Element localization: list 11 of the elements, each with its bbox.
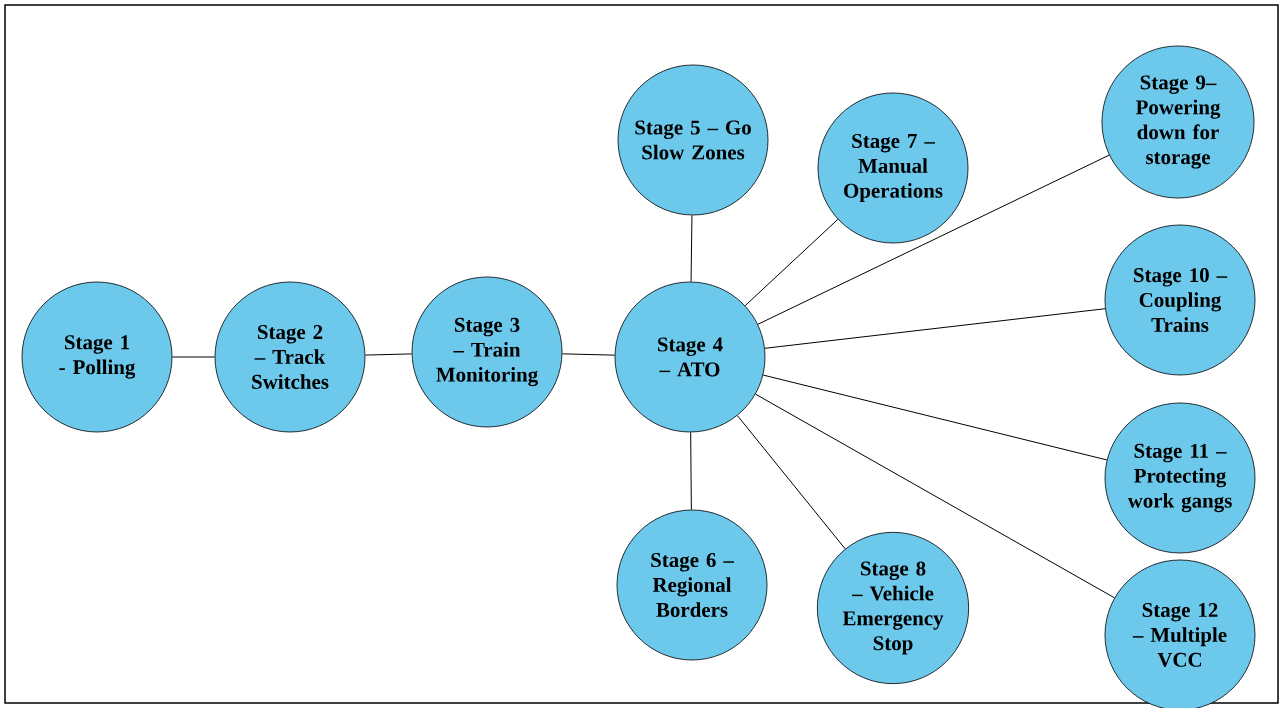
connector-line [762,374,1108,461]
connector-line [171,356,216,358]
connector-line [736,415,846,550]
connector-line [757,154,1110,325]
connector-line [755,393,1115,599]
connector-line [561,353,616,356]
connector-line [690,431,692,511]
connector-line [690,214,693,283]
connector-line [744,218,839,307]
connector-line [364,353,413,356]
connector-line [764,308,1106,349]
